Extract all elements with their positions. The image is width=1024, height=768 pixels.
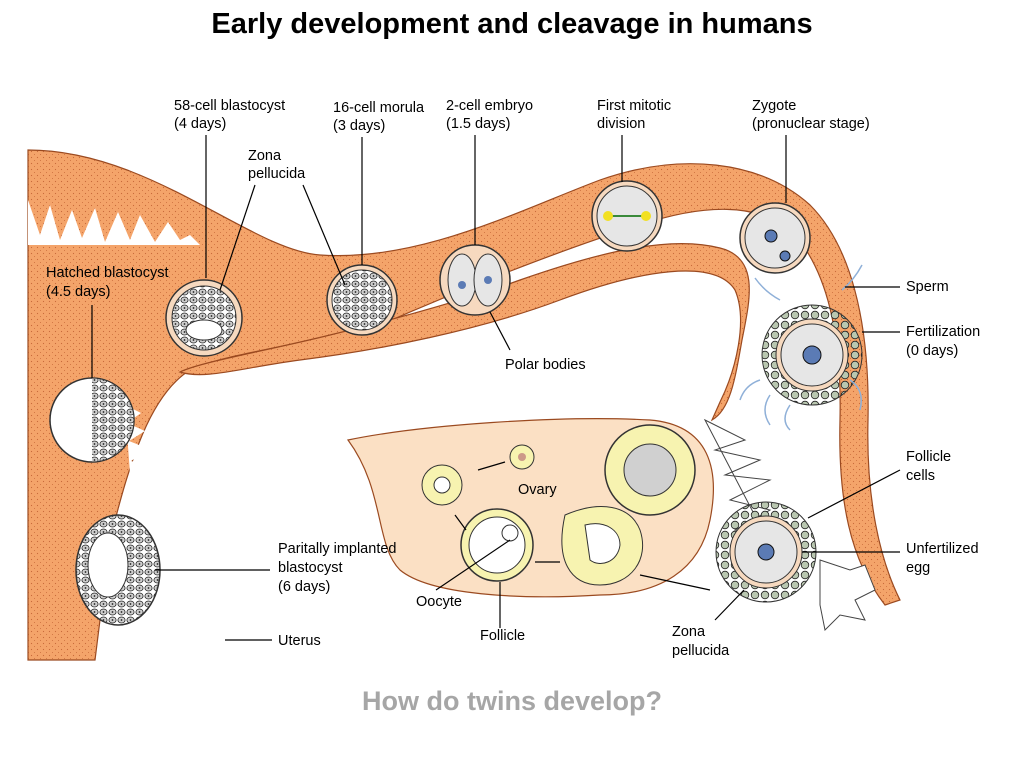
mature-follicle — [460, 508, 534, 582]
label-embryo2: 2-cell embryo(1.5 days) — [446, 98, 533, 132]
corpus-luteum — [604, 424, 696, 516]
fertilization-egg — [739, 264, 863, 431]
label-sperm: Sperm — [906, 279, 949, 295]
developing-follicle — [421, 464, 463, 506]
label-uterus: Uterus — [278, 633, 321, 649]
leader-lines — [91, 135, 901, 641]
label-follicle: Follicle — [480, 628, 525, 644]
label-hatched: Hatched blastocyst(4.5 days) — [46, 265, 169, 300]
sixteen-cell-morula — [326, 264, 398, 336]
implanted-blastocyst — [75, 514, 161, 626]
labels: 58-cell blastocyst(4 days) 16-cell morul… — [46, 98, 980, 659]
page-title: Early development and cleavage in humans — [211, 8, 813, 40]
hatched-blastocyst — [49, 377, 135, 463]
label-ovary: Ovary — [518, 482, 557, 498]
label-morula16: 16-cell morula(3 days) — [333, 100, 425, 134]
ovary — [346, 418, 714, 598]
unfertilized-egg — [715, 501, 817, 603]
subtitle: How do twins develop? — [361, 686, 662, 716]
fifty-eight-cell-blastocyst — [165, 279, 243, 357]
primary-follicle — [509, 444, 535, 470]
two-cell-embryo — [439, 244, 511, 316]
ruptured-follicle — [561, 506, 644, 586]
label-oocyte: Oocyte — [416, 594, 462, 610]
zygote — [739, 202, 811, 274]
label-zygote: Zygote(pronuclear stage) — [752, 98, 870, 132]
label-blastocyst58: 58-cell blastocyst(4 days) — [174, 98, 285, 132]
label-polar: Polar bodies — [505, 357, 586, 373]
label-fertilization: Fertilization(0 days) — [906, 324, 980, 359]
first-mitotic-division — [591, 180, 663, 252]
